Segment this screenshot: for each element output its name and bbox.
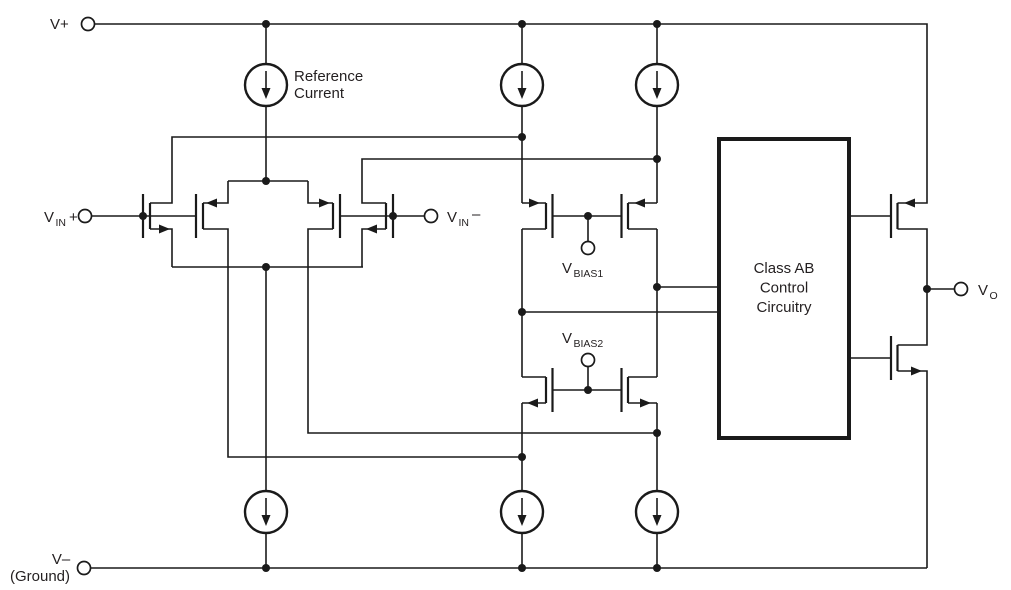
t4-drain-wire [361,158,657,204]
junction-dots [139,20,931,572]
t2-source-arrow [206,198,217,208]
bottom-current-sink-right [634,489,680,535]
t4-source-arrow [366,224,377,234]
t1-source-wire [150,228,173,267]
vin-plus-label: V [44,209,54,226]
transistors [141,194,899,412]
output-nmos-drain-wire [897,289,928,346]
reference-current-source [243,62,289,108]
t3-drain-wire [307,228,657,434]
t1-drain-wire [150,136,522,204]
reference-current-label-line1: Reference [294,68,363,85]
output-nmos-source-wire [897,370,928,568]
source-arrows [159,198,922,408]
terminals [76,16,969,576]
vbias2-left-leads [522,376,546,404]
t4-source-wire [361,228,386,267]
vin-minus-label: V [447,209,457,226]
vin-plus-label-sign: + [69,209,78,226]
class-ab-label-line1: Class AB [754,260,815,277]
vbias2-right-arrow [640,398,651,408]
output-pmos-drain-wire [897,228,928,289]
input-transistor-3 [331,194,342,238]
vin-plus-terminal [77,208,93,224]
vbias1-label: V [562,260,572,277]
vo-label-sub: O [990,290,998,302]
output-nmos-arrow [911,366,922,376]
v-minus-terminal [76,560,92,576]
vin-minus-label-sub: IN [459,217,470,229]
class-ab-control-box [717,137,851,440]
top-current-source-mid [499,62,545,108]
output-pmos [889,194,899,238]
t1-source-arrow [159,224,170,234]
output-pmos-arrow [904,198,915,208]
reference-current-label-line2: Current [294,85,345,102]
vbias2-left-arrow [527,398,538,408]
vbias1-label-sub: BIAS1 [574,268,604,280]
class-ab-label-line2: Control [760,280,808,297]
vbias1-right-leads [628,202,657,230]
vbias2-terminal [580,352,596,368]
vbias1-right-arrow [634,198,645,208]
vbias2-right-leads [628,376,657,404]
vin-plus-label-sub: IN [56,217,67,229]
top-current-source-right [634,62,680,108]
v-plus-label: V+ [50,16,69,33]
vbias1-cascode-left [544,194,554,238]
vin-minus-terminal [423,208,439,224]
v-plus-terminal [80,16,96,32]
vbias1-left-leads [522,202,546,230]
bottom-current-sink-mid [499,489,545,535]
vbias1-left-arrow [529,198,540,208]
t2-drain-wire [203,228,522,458]
text-labels: V+ Reference Current V IN + V IN – V BIA… [10,16,998,585]
t3-source-arrow [319,198,330,208]
vbias2-label: V [562,330,572,347]
vin-minus-label-sign: – [472,206,481,223]
bottom-current-sink-left [243,489,289,535]
vo-terminal [953,281,969,297]
input-transistor-2 [194,194,205,238]
current-sources [243,62,680,535]
ground-label: (Ground) [10,568,70,585]
vo-label: V [978,282,988,299]
vbias2-label-sub: BIAS2 [574,338,604,350]
vbias2-cascode-right [620,368,630,412]
vbias2-cascode-left [544,368,554,412]
v-minus-label: V– [52,551,71,568]
vbias1-terminal [580,240,596,256]
output-nmos [889,336,899,380]
vbias1-cascode-right [620,194,630,238]
class-ab-label-line3: Circuitry [757,299,812,316]
